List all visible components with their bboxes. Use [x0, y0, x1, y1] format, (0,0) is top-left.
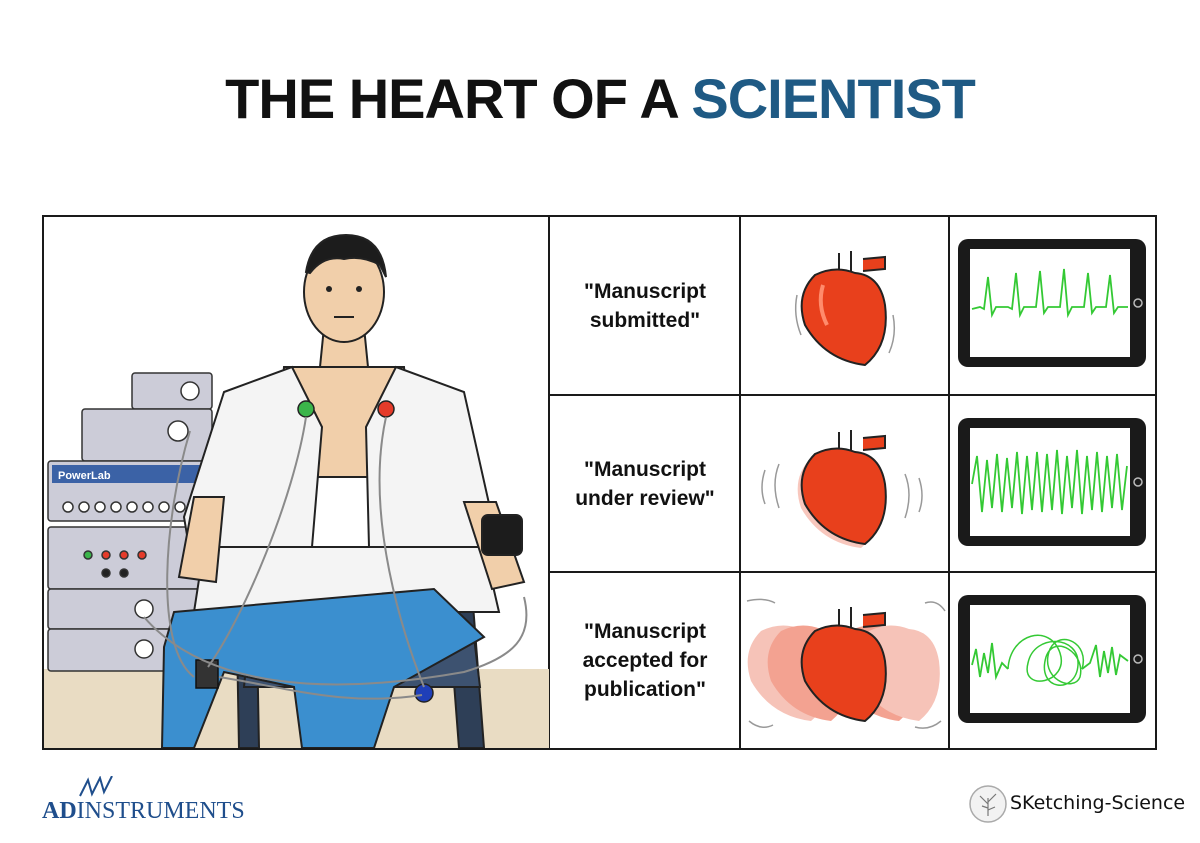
- scientist-illustration: PowerLab: [44, 217, 549, 748]
- electrode-green: [297, 400, 315, 418]
- row-label-line: publication": [584, 678, 706, 701]
- grid-divider: [548, 571, 1155, 573]
- tablet-screen: [970, 249, 1130, 357]
- tablet-icon: [958, 595, 1146, 723]
- title-part-1: THE HEART OF A: [225, 67, 692, 130]
- row-label-line: accepted for: [582, 649, 708, 672]
- row-label-line: "Manuscript: [584, 279, 706, 303]
- row-label-under-review: "Manuscript under review": [550, 396, 740, 571]
- grid-divider: [548, 217, 550, 748]
- ecg-monitor-regular: [950, 217, 1155, 394]
- heart-cell-calm: [741, 217, 949, 394]
- sketch-badge-icon: [969, 785, 1007, 823]
- heart-cell-beating: [741, 396, 949, 571]
- comparison-grid: PowerLab: [42, 215, 1157, 750]
- waveform-logo-icon: [79, 776, 113, 797]
- title-part-2: SCIENTIST: [691, 67, 975, 130]
- row-label-submitted: "Manuscript submitted": [550, 217, 740, 394]
- grid-divider: [548, 394, 1155, 396]
- device-brand-label: PowerLab: [58, 470, 111, 482]
- ecg-trace: [1007, 634, 1085, 686]
- heart-icon: [746, 598, 946, 729]
- electrode-cables: [143, 416, 528, 700]
- electrode-red: [377, 400, 395, 418]
- adinstruments-logo: ADINSTRUMENTS: [42, 776, 252, 826]
- tablet-icon: [958, 239, 1146, 367]
- heart-cell-racing: [741, 573, 949, 748]
- tablet-icon: [958, 418, 1146, 546]
- heart-icon: [761, 430, 923, 548]
- logo-bold-part: AD: [42, 798, 77, 824]
- ecg-trace: [971, 268, 1128, 319]
- row-label-line: "Manuscript: [584, 457, 706, 481]
- ecg-monitor-fast: [950, 396, 1155, 571]
- row-label-line: "Manuscript: [584, 620, 706, 643]
- ecg-monitor-chaotic: [950, 573, 1155, 748]
- ecg-trace: [971, 449, 1128, 515]
- adinstruments-wordmark: ADINSTRUMENTS: [42, 798, 245, 825]
- heart-icon: [794, 251, 896, 367]
- person: [160, 233, 526, 748]
- sketching-science-logo: SKetching-Science: [968, 782, 1185, 828]
- sketching-science-wordmark: SKetching-Science: [1010, 792, 1186, 814]
- logo-rest-part: INSTRUMENTS: [76, 798, 245, 824]
- row-label-line: submitted": [589, 308, 701, 332]
- row-label-accepted: "Manuscript accepted for publication": [550, 573, 740, 748]
- grid-divider: [948, 217, 950, 748]
- row-label-line: under review": [575, 486, 715, 510]
- electrode-pad: [195, 659, 219, 689]
- page-title: THE HEART OF A SCIENTIST: [0, 66, 1200, 131]
- electrode-blue: [414, 683, 434, 703]
- scientist-scene-svg: PowerLab: [44, 233, 549, 748]
- grid-divider: [739, 217, 741, 748]
